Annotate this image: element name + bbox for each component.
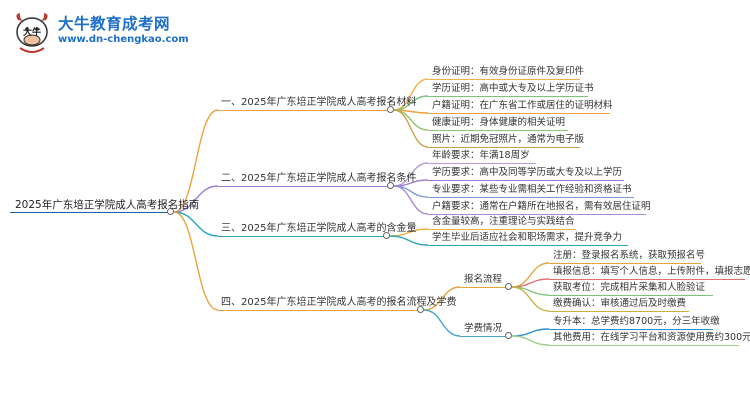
link-branch-1-item-5 <box>393 109 429 148</box>
tuition-item-1[interactable]: 专升本：总学费约8700元，分三年收缴 <box>553 316 720 327</box>
link-root-branch-4 <box>173 211 219 311</box>
branch-1-item-2[interactable]: 学历证明：高中或大专及以上学历证书 <box>432 83 594 94</box>
branch-2-item-1-underline <box>428 163 536 164</box>
branch-4-collapse-toggle[interactable] <box>417 306 424 313</box>
branch-4-group-registration-underline <box>460 287 508 288</box>
branch-2-item-4[interactable]: 户籍要求：通常在户籍所在地报名，需有效居住证明 <box>432 201 651 212</box>
branch-3-item-1[interactable]: 含金量较高，注重理论与实践结合 <box>432 216 575 227</box>
branch-3-label[interactable]: 三、2025年广东培正学院成人高考的含金量 <box>221 223 417 234</box>
branch-2-item-3[interactable]: 专业要求：某些专业需相关工作经验和资格证书 <box>432 184 632 195</box>
branch-1-collapse-toggle[interactable] <box>387 106 394 113</box>
branch-2-label[interactable]: 二、2025年广东培正学院成人高考报名条件 <box>221 173 417 184</box>
root-node-label[interactable]: 2025年广东培正学院成人高考报名指南 <box>15 199 200 211</box>
registration-step-4[interactable]: 缴费确认：审核通过后及时缴费 <box>553 298 687 309</box>
branch-2-collapse-toggle[interactable] <box>387 182 394 189</box>
branch-2-item-3-underline <box>428 197 634 198</box>
registration-step-2-underline <box>549 279 745 280</box>
registration-step-4-underline <box>549 311 689 312</box>
link-root-branch-1 <box>173 109 219 213</box>
logo-icon-text: 大牛 <box>23 26 41 38</box>
branch-2-item-2-underline <box>428 180 624 181</box>
link-root-branch-3 <box>173 211 219 237</box>
branch-2-item-1[interactable]: 年龄要求：年满18周岁 <box>432 150 530 161</box>
branch-3-underline <box>218 236 386 237</box>
link-branch-4-group-1 <box>423 286 461 311</box>
tuition-item-2-underline <box>549 345 739 346</box>
branch-4-underline <box>218 310 420 311</box>
branch-2-item-2[interactable]: 学历要求：高中及同等学历或大专及以上学历 <box>432 167 623 178</box>
branch-1-item-5-underline <box>428 147 580 148</box>
bull-mascot-icon: 大牛 <box>16 13 48 53</box>
root-collapse-toggle[interactable] <box>167 208 174 215</box>
link-branch-4-group-2 <box>423 309 461 337</box>
branch-4-group-tuition-toggle[interactable] <box>505 332 512 339</box>
branch-1-item-4[interactable]: 健康证明：身体健康的相关证明 <box>432 117 566 128</box>
link-tuition-item-2 <box>511 335 550 346</box>
link-tuition-item-1 <box>511 328 550 337</box>
branch-4-group-registration-toggle[interactable] <box>505 283 512 290</box>
branch-4-group-tuition-underline <box>460 336 508 337</box>
registration-step-2[interactable]: 填报信息：填写个人信息，上传附件，填报志愿 <box>553 266 750 277</box>
branch-1-item-1[interactable]: 身份证明：有效身份证原件及复印件 <box>432 66 585 77</box>
branch-4-group-registration-label[interactable]: 报名流程 <box>464 274 503 285</box>
branch-3-item-2-underline <box>428 245 628 246</box>
branch-1-item-3[interactable]: 户籍证明：在广东省工作或居住的证明材料 <box>432 100 613 111</box>
branch-1-item-1-underline <box>428 79 580 80</box>
registration-step-1[interactable]: 注册：登录报名系统，获取预报名号 <box>553 250 706 261</box>
branch-1-underline <box>218 110 390 111</box>
link-branch-2-item-4 <box>393 185 429 215</box>
branch-3-collapse-toggle[interactable] <box>383 232 390 239</box>
branch-1-item-3-underline <box>428 113 610 114</box>
logo-title: 大牛教育成考网 <box>58 15 171 33</box>
registration-step-3[interactable]: 获取考位：完成相片采集和人脸验证 <box>553 282 706 293</box>
link-root-branch-2 <box>173 185 219 213</box>
branch-4-label[interactable]: 四、2025年广东培正学院成人高考的报名流程及学费 <box>221 297 457 308</box>
link-branch-3-item-2 <box>389 235 429 246</box>
branch-3-item-2[interactable]: 学生毕业后适应社会和职场需求，提升竞争力 <box>432 232 623 243</box>
registration-step-1-underline <box>549 263 701 264</box>
site-logo[interactable]: 大牛 大牛教育成考网 www.dn-chengkao.com <box>8 8 189 56</box>
branch-1-item-4-underline <box>428 130 568 131</box>
branch-1-item-5[interactable]: 照片：近期免冠照片，通常为电子版 <box>432 134 585 145</box>
logo-url: www.dn-chengkao.com <box>58 34 189 45</box>
branch-1-label[interactable]: 一、2025年广东培正学院成人高考报名材料 <box>221 97 417 108</box>
tuition-item-2[interactable]: 其他费用：在线学习平台和资源使用费约300元 <box>553 332 750 343</box>
branch-4-group-tuition-label[interactable]: 学费情况 <box>464 323 503 334</box>
branch-1-item-2-underline <box>428 96 588 97</box>
link-registration-step-4 <box>511 286 550 312</box>
registration-step-3-underline <box>549 295 713 296</box>
branch-3-item-1-underline <box>428 229 576 230</box>
tuition-item-1-underline <box>549 329 713 330</box>
branch-2-underline <box>218 186 390 187</box>
root-underline <box>10 212 170 213</box>
branch-2-item-4-underline <box>428 214 646 215</box>
